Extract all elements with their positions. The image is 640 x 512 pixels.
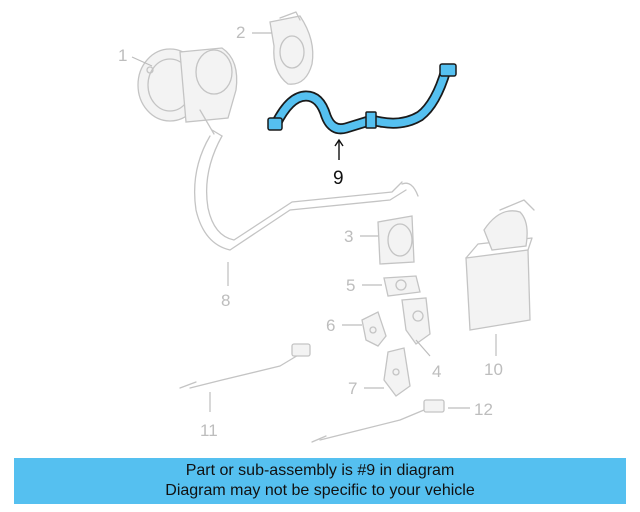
part-2-bracket: [269, 11, 314, 85]
banner-line-2: Diagram may not be specific to your vehi…: [165, 482, 475, 499]
callout-4: 4: [432, 362, 441, 381]
part-5-gasket: [383, 275, 421, 297]
part-11-sensor: [179, 343, 311, 389]
part-12-sensor: [311, 399, 445, 443]
callout-12: 12: [474, 400, 493, 419]
leader-lines: [131, 32, 497, 412]
callout-5: 5: [346, 276, 355, 295]
part-1-air-pump: [137, 47, 238, 137]
callout-3: 3: [344, 227, 353, 246]
part-7-bracket: [383, 347, 411, 397]
banner-line-1: Part or sub-assembly is #9 in diagram: [185, 462, 455, 479]
part-3-coupling: [377, 215, 415, 265]
part-8-tube: [193, 135, 419, 251]
callout-1: 1: [118, 46, 127, 65]
callout-9: 9: [333, 168, 344, 189]
part-6-gasket: [361, 311, 387, 347]
part-10-canister: [465, 199, 535, 331]
callout-11: 11: [200, 421, 218, 440]
callout-8: 8: [221, 291, 230, 310]
callout-7: 7: [348, 379, 357, 398]
callout-10: 10: [484, 360, 503, 379]
parts-diagram: 1 2 3 4 5 6 7 8 9 10 11 12: [118, 11, 535, 443]
callout-6: 6: [326, 316, 335, 335]
info-banner: Part or sub-assembly is #9 in diagram Di…: [14, 458, 626, 504]
part-9-hose: [267, 63, 457, 135]
part-4-valve: [401, 297, 431, 345]
callout-2: 2: [236, 23, 245, 42]
